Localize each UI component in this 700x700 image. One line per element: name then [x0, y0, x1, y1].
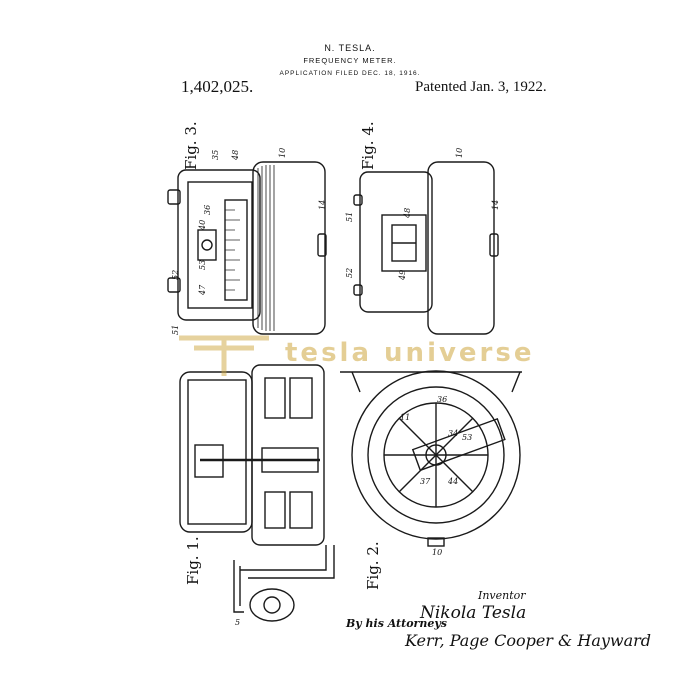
ref-numeral: 10: [432, 548, 442, 557]
ref-numeral: 36: [203, 205, 212, 215]
figure-3-label: Fig. 3.: [182, 121, 200, 170]
ref-numeral: 52: [171, 270, 180, 280]
ref-numeral: 51: [345, 212, 354, 222]
ref-numeral: 11: [400, 413, 410, 422]
figure-4-drawing: [353, 161, 499, 335]
patent-title: FREQUENCY METER.: [303, 56, 397, 65]
svg-text:Fig. 3.: Fig. 3.: [182, 121, 200, 170]
figure-4-label: Fig. 4.: [359, 121, 377, 170]
patent-number: 1,402,025.: [181, 77, 254, 96]
inventor-signature: Nikola Tesla: [420, 603, 527, 623]
ref-numeral: 48: [403, 208, 412, 219]
inventor-label: Inventor: [478, 589, 526, 602]
patent-date: Patented Jan. 3, 1922.: [415, 79, 547, 95]
watermark-text: tesla universe: [285, 338, 535, 368]
svg-text:Fig. 4.: Fig. 4.: [359, 121, 377, 170]
svg-text:Fig. 1.: Fig. 1.: [184, 536, 202, 585]
ref-numeral: 37: [420, 477, 431, 486]
figure-1-label: Fig. 1.: [184, 536, 202, 585]
inventor-name: N. TESLA.: [324, 43, 376, 53]
svg-text:Fig. 2.: Fig. 2.: [364, 541, 382, 590]
ref-numeral: 36: [437, 395, 447, 404]
ref-numeral: 34: [448, 429, 458, 438]
ref-numeral: 10: [455, 148, 464, 158]
figure-1-drawing: [179, 364, 335, 622]
ref-numeral: 14: [491, 200, 500, 210]
ref-numeral: 51: [171, 325, 180, 335]
application-filed-line: APPLICATION FILED DEC. 18, 1916.: [279, 70, 421, 77]
ref-numeral: 53: [198, 260, 207, 270]
figure-2-label: Fig. 2.: [364, 541, 382, 590]
ref-numeral: 53: [462, 433, 472, 442]
figure-2-drawing: [340, 370, 522, 547]
ref-numeral: 14: [318, 200, 327, 210]
ref-numeral: 52: [345, 268, 354, 278]
ref-numeral: 5: [235, 618, 240, 627]
ref-numeral: 49: [398, 270, 407, 281]
ref-numeral: 40: [198, 220, 207, 231]
ref-numeral: 35: [211, 150, 220, 160]
ref-numeral: 48: [231, 150, 240, 161]
attorneys-signature: Kerr, Page Cooper & Hayward: [405, 631, 652, 650]
ref-numeral: 44: [447, 477, 458, 486]
figure-3-drawing: [167, 161, 327, 335]
ref-numeral: 10: [278, 148, 287, 158]
tesla-universe-logo: [179, 335, 269, 376]
attorneys-label: By his Attorneys: [346, 617, 447, 630]
ref-numeral: 47: [198, 284, 207, 296]
